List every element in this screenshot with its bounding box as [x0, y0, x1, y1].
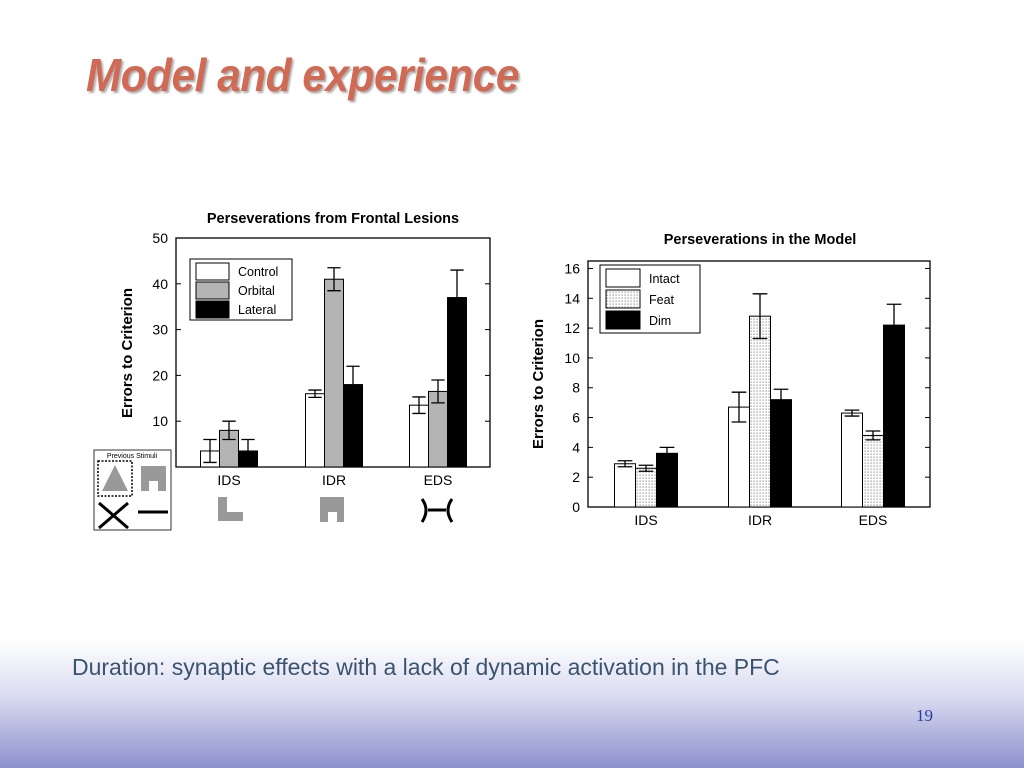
y-tick-label: 16 [564, 260, 580, 276]
y-tick-label: 14 [564, 290, 580, 306]
page-number: 19 [916, 706, 933, 725]
bar [749, 315, 771, 508]
legend-swatch [195, 281, 230, 300]
error-bar [617, 460, 633, 468]
chart-title: Perseverations from Frontal Lesions [207, 211, 459, 227]
error-bar [731, 391, 747, 423]
error-bar [431, 379, 445, 404]
triangle-icon [102, 465, 128, 491]
legend-label: Lateral [238, 303, 276, 317]
chart-frontal-lesions: Perseverations from Frontal Lesions Erro… [119, 211, 491, 488]
error-bar [752, 293, 768, 340]
bar [841, 412, 863, 508]
y-axis-label: Errors to Criterion [530, 319, 547, 449]
notched-square-icon [141, 466, 166, 491]
chart-model: Perseverations in the Model Errors to Cr… [530, 232, 931, 528]
bar [883, 324, 905, 508]
error-bar [241, 438, 255, 464]
chart-title: Perseverations in the Model [664, 232, 857, 248]
error-bar [844, 409, 860, 417]
error-bar [203, 438, 217, 464]
y-tick-label: 40 [152, 276, 168, 292]
legend-swatch [605, 289, 641, 309]
y-tick-label: 4 [572, 439, 580, 455]
cross-icon [98, 501, 129, 530]
error-bar [222, 420, 236, 441]
error-bar [308, 389, 322, 399]
legend-label: Dim [649, 314, 671, 328]
bar [324, 278, 344, 468]
y-axis-label: Errors to Criterion [119, 288, 136, 418]
legend-swatch [195, 300, 230, 319]
bar [656, 452, 678, 508]
legend-swatch [195, 262, 230, 281]
y-tick-label: 20 [152, 367, 168, 383]
y-tick-label: 10 [152, 413, 168, 429]
y-tick-label: 0 [572, 499, 580, 515]
bar [862, 434, 884, 508]
error-bar [659, 446, 675, 460]
previous-stimuli-label: Previous Stimuli [107, 453, 158, 460]
y-tick-label: 12 [564, 320, 580, 336]
y-tick-label: 30 [152, 322, 168, 338]
error-bar [886, 303, 902, 347]
legend-label: Intact [649, 272, 680, 286]
y-tick-label: 50 [152, 230, 168, 246]
x-tick-label: IDR [748, 512, 772, 528]
bar [614, 463, 636, 508]
legend-label: Orbital [238, 284, 275, 298]
error-bar [638, 464, 654, 472]
legend-label: Feat [649, 293, 675, 307]
x-tick-label: IDS [217, 472, 240, 488]
bar [305, 393, 325, 468]
hourglass-icon [420, 498, 454, 523]
legend-label: Control [238, 265, 278, 279]
error-bar [773, 388, 789, 411]
x-tick-label: EDS [424, 472, 453, 488]
slide-title: Model and experience [86, 49, 519, 101]
y-tick-label: 8 [572, 380, 580, 396]
previous-stimuli-box: Previous Stimuli [93, 449, 172, 531]
y-tick-label: 10 [564, 350, 580, 366]
slide-caption: Duration: synaptic effects with a lack o… [72, 654, 780, 680]
selected-stimulus-frame [97, 460, 133, 497]
footer-gradient [0, 640, 1024, 768]
bar [409, 404, 429, 468]
notched-square-icon [320, 497, 344, 522]
y-tick-label: 2 [572, 469, 580, 485]
error-bar [346, 365, 360, 404]
error-bar [450, 269, 464, 326]
x-tick-label: IDR [322, 472, 346, 488]
error-bar [412, 396, 426, 415]
bar [635, 467, 657, 508]
legend-swatch [605, 268, 641, 288]
l-shape-icon [218, 497, 243, 521]
x-tick-label: EDS [859, 512, 888, 528]
x-tick-label: IDS [634, 512, 657, 528]
error-bar [865, 430, 881, 441]
bar [770, 399, 792, 508]
legend-swatch [605, 310, 641, 330]
error-bar [327, 267, 341, 292]
y-tick-label: 6 [572, 410, 580, 426]
